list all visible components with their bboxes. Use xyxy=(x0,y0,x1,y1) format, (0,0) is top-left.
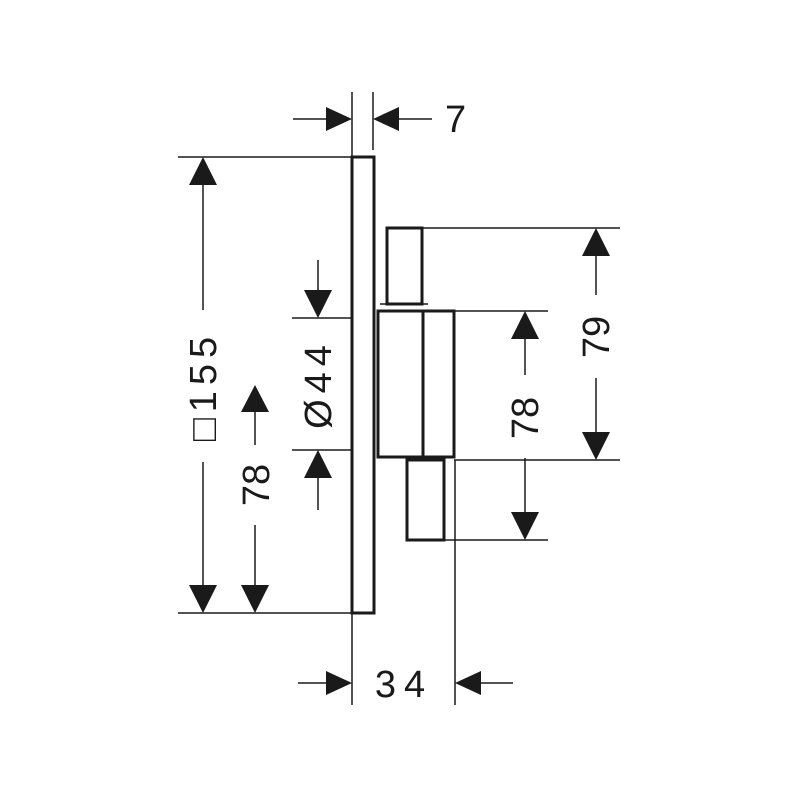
arrow-down-icon xyxy=(511,512,539,540)
arrow-right-icon xyxy=(326,671,352,695)
dimension-depth: 34 xyxy=(298,664,513,706)
lower-body xyxy=(405,458,446,542)
dimension-wall-thickness: 7 xyxy=(293,99,466,141)
arrow-down-icon xyxy=(582,432,610,460)
arrow-up-icon xyxy=(189,157,217,185)
arrow-up-icon xyxy=(582,228,610,256)
upper-body xyxy=(385,226,424,306)
extension-lines xyxy=(178,92,620,705)
product-outline xyxy=(350,155,456,615)
button-cap xyxy=(421,309,456,459)
button-housing xyxy=(376,309,425,459)
dimension-center-left: 78 xyxy=(236,385,278,613)
dim-label-79: 79 xyxy=(576,316,618,358)
arrow-right-icon xyxy=(326,107,352,131)
dim-label-155: □155 xyxy=(183,331,225,441)
dimension-button-diameter: Ø44 xyxy=(298,260,340,510)
dim-label-34: 34 xyxy=(375,664,433,706)
arrow-left-icon xyxy=(455,671,481,695)
cover-plate xyxy=(350,155,376,615)
arrow-up-icon xyxy=(511,311,539,339)
arrow-down-icon xyxy=(241,585,269,613)
dim-label-78-left: 78 xyxy=(236,464,278,506)
arrow-up-icon xyxy=(304,450,332,478)
dimension-plate-square: □155 xyxy=(183,157,225,613)
dim-label-78-right: 78 xyxy=(505,397,547,439)
dim-label-7: 7 xyxy=(445,99,466,141)
arrow-down-icon xyxy=(304,290,332,318)
arrow-down-icon xyxy=(189,585,217,613)
arrow-left-icon xyxy=(373,107,399,131)
dim-label-44: Ø44 xyxy=(298,339,340,429)
dimension-body-height: 79 xyxy=(576,228,618,460)
dimension-center-right: 78 xyxy=(505,311,547,540)
arrow-up-icon xyxy=(241,385,269,412)
